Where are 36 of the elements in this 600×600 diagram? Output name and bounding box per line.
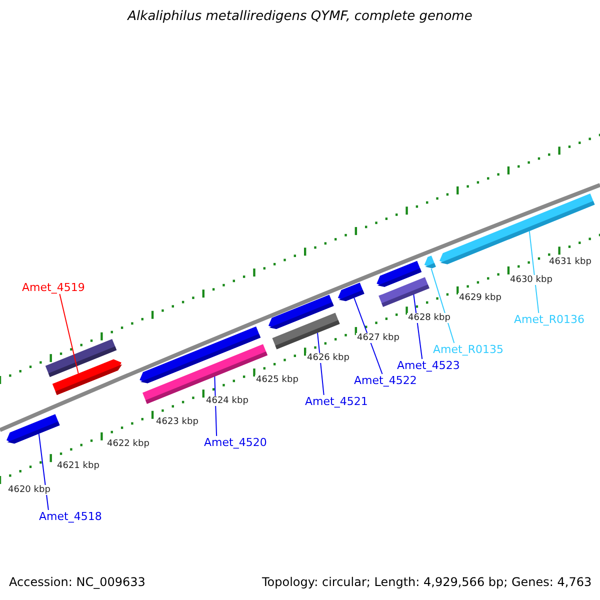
leader-line [214,376,218,436]
scale-label: 4628 kbp [407,313,452,323]
scale-label: 4623 kbp [155,417,200,427]
scale-label: 4624 kbp [205,396,250,406]
scale-label: 4631 kbp [548,257,592,267]
footer-text: Accession: NC_009633 [9,575,146,589]
leader-line [59,294,79,374]
leader-line [354,297,383,374]
gene-label: Amet_4518 [39,510,102,523]
gene-label: Amet_4522 [354,374,417,387]
gene-label: Amet_R0136 [514,313,584,326]
gene-feature [440,194,595,264]
gene-feature [272,312,340,350]
leader-line [528,230,540,314]
gene-feature [378,277,430,307]
gene-feature [424,256,436,268]
gene-label: Amet_4521 [305,395,368,408]
gene-label: Amet_R0135 [433,343,504,356]
gene-label: Amet_4519 [22,281,85,294]
gene-label: Amet_4523 [397,359,460,372]
gene-feature [338,282,364,302]
gene-feature [52,359,122,396]
leader-line [38,433,49,510]
scale-label: 4622 kbp [106,439,150,449]
title: Alkaliphilus metalliredigens QYMF, complete genome [126,9,474,24]
gene-label: Amet_4520 [204,436,267,449]
scale-label: 4629 kbp [458,293,502,303]
footer-text: Topology: circular; Length: 4,929,566 bp; Genes: 4,763 [262,575,592,589]
scale-label: 4626 kbp [306,353,350,363]
gene-feature [6,414,60,444]
leader-line [430,268,455,344]
scale-label: 4621 kbp [56,461,100,471]
scale-label: 4630 kbp [509,275,554,285]
scale-label: 4627 kbp [356,333,400,343]
scale-label: 4620 kbp [7,485,52,495]
scale-label: 4625 kbp [255,375,300,385]
